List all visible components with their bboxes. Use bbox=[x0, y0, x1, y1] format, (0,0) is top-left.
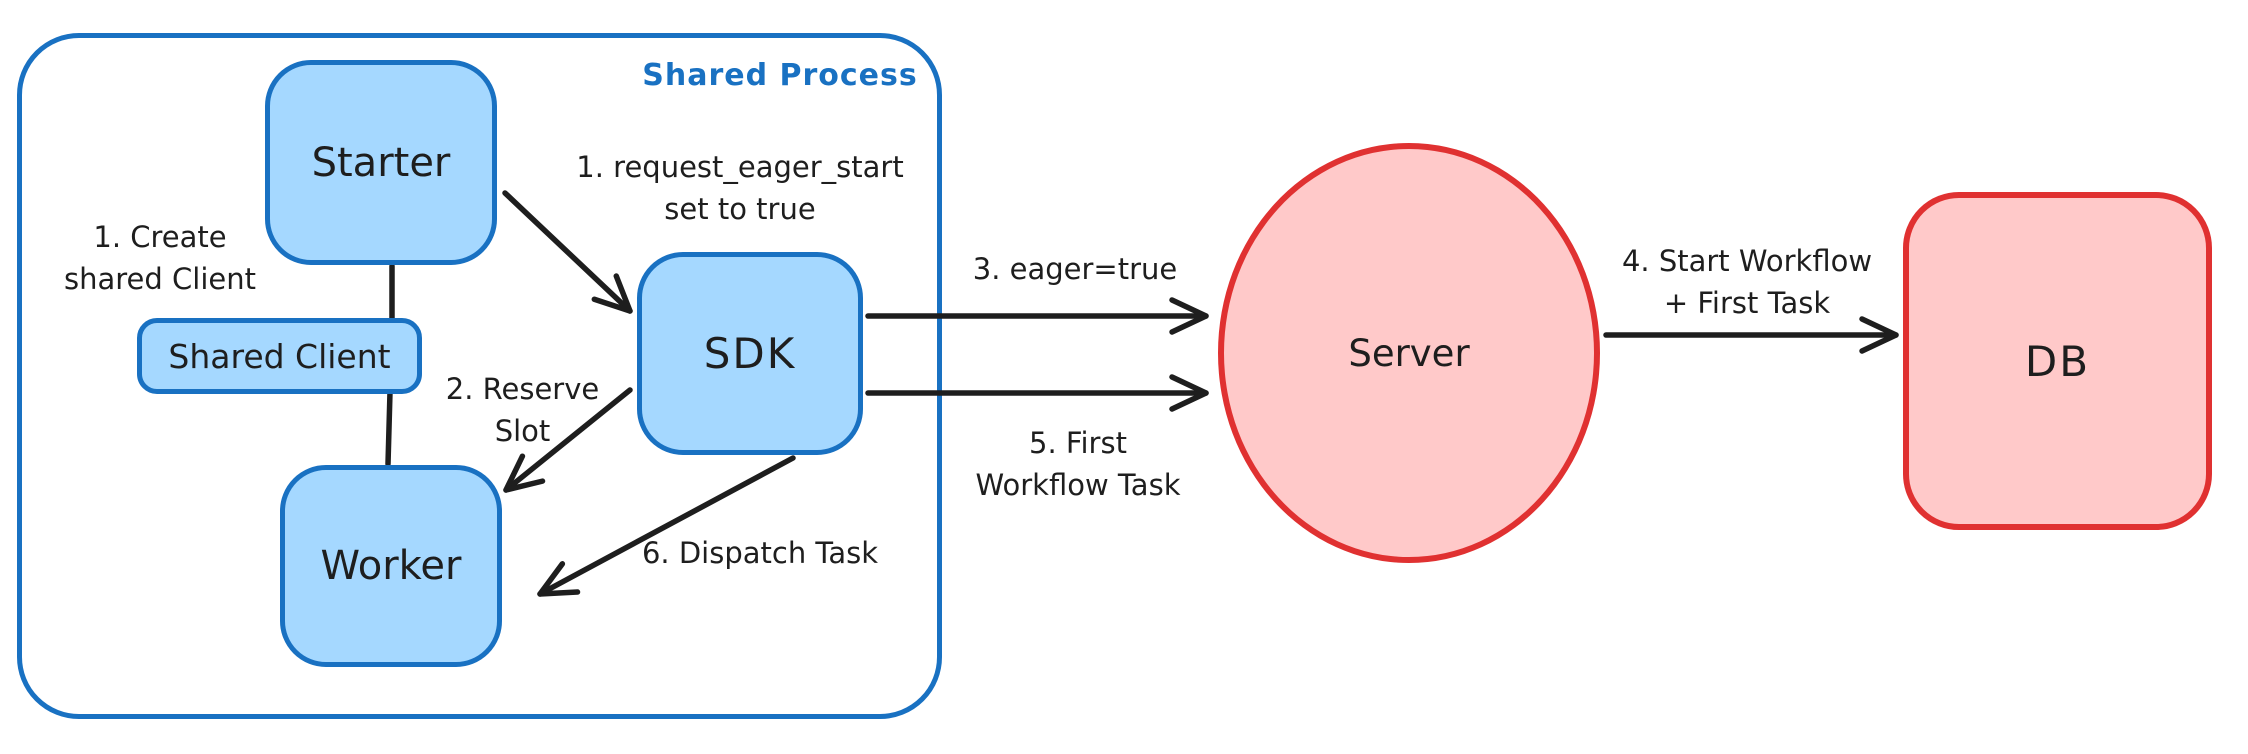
arrow-sdk-reserve-slot-worker bbox=[503, 387, 633, 493]
label-create-shared-client: 1. Create shared Client bbox=[64, 220, 256, 296]
label-eager-true: 3. eager=true bbox=[972, 252, 1178, 286]
node-db: DB bbox=[1903, 192, 2212, 530]
node-worker: Worker bbox=[280, 465, 502, 667]
shared-process-title: Shared Process bbox=[642, 58, 918, 93]
node-sdk-label: SDK bbox=[703, 329, 797, 378]
label-request-eager-start: 1. request_eager_start set to true bbox=[576, 150, 904, 226]
arrow-sdk-dispatch-worker bbox=[537, 455, 796, 597]
node-shared-client: Shared Client bbox=[137, 318, 422, 394]
label-dispatch-task: 6. Dispatch Task bbox=[641, 536, 879, 570]
node-shared-client-label: Shared Client bbox=[168, 336, 391, 376]
label-first-workflow-task: 5. First Workflow Task bbox=[975, 426, 1181, 502]
node-starter-label: Starter bbox=[311, 139, 451, 186]
node-starter: Starter bbox=[265, 60, 497, 265]
node-server: Server bbox=[1218, 143, 1600, 563]
label-reserve-slot: 2. Reserve Slot bbox=[445, 372, 600, 448]
label-start-workflow-first-task: 4. Start Workflow + First Task bbox=[1621, 244, 1873, 320]
node-worker-label: Worker bbox=[320, 543, 462, 589]
node-db-label: DB bbox=[2024, 336, 2091, 386]
node-server-label: Server bbox=[1348, 331, 1470, 375]
arrow-starter-to-sdk bbox=[502, 190, 633, 314]
shared-process-container bbox=[17, 33, 942, 719]
connector-shared-client-worker bbox=[385, 389, 393, 467]
node-sdk: SDK bbox=[637, 252, 863, 455]
